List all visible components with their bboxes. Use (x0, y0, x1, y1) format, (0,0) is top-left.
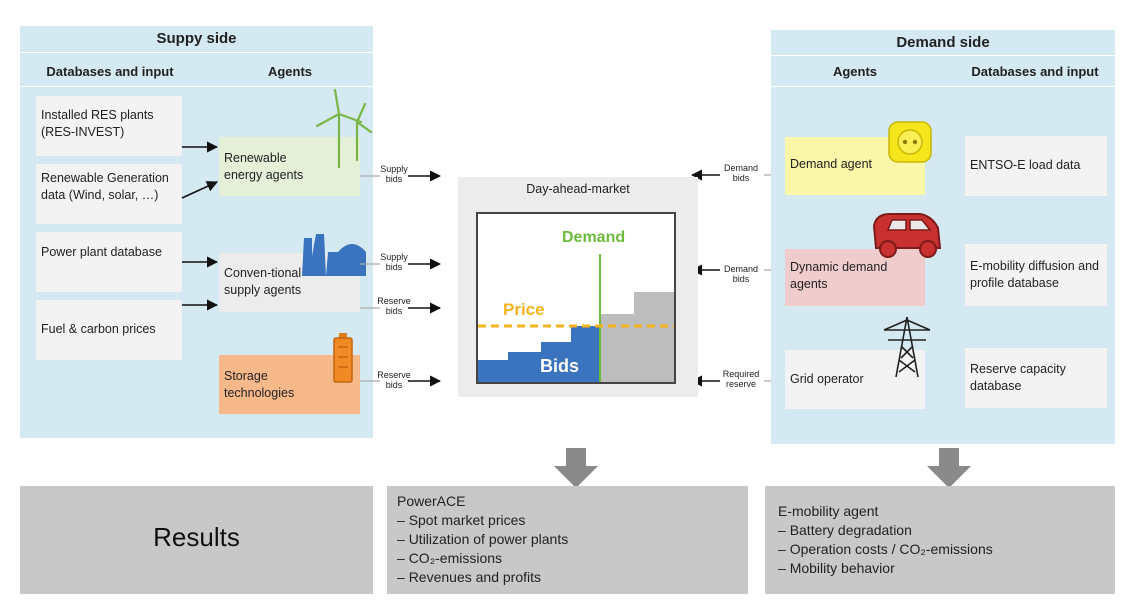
market-chart (478, 254, 674, 382)
input-installed-res: Installed RES plants (RES-INVEST) (36, 96, 182, 156)
battery-icon (333, 333, 353, 383)
results-box (20, 486, 373, 594)
emobility-item: – Operation costs / CO₂-emissions (778, 541, 993, 557)
market-title: Day-ahead-market (526, 182, 630, 196)
results-title: Results (153, 522, 240, 552)
agent-dynamic-demand: Dynamic demand agents (785, 249, 925, 306)
transmission-tower-icon (883, 316, 931, 378)
reserve-bids-label-1: Reserve bids (377, 296, 411, 316)
supply-bids-label-1: Supply bids (380, 164, 408, 184)
emobility-box (765, 486, 1115, 594)
supply-col-divider (20, 86, 373, 87)
demand-header-divider (771, 55, 1115, 56)
power-socket-icon (888, 121, 932, 163)
input-emobility-db: E-mobility diffusion and profile databas… (965, 244, 1107, 306)
emobility-list: – Battery degradation – Operation costs … (778, 521, 993, 578)
bids-chart-label: Bids (540, 356, 580, 376)
supply-side-title: Suppy side (156, 30, 237, 47)
emobility-item: – Mobility behavior (778, 560, 895, 576)
price-chart-label: Price (503, 300, 545, 319)
down-arrow-market (554, 448, 598, 488)
input-reserve-capacity: Reserve capacity database (965, 348, 1107, 408)
reserve-bids-label-2: Reserve bids (377, 370, 411, 390)
powerace-title: PowerACE (397, 493, 466, 509)
powerace-item: – Utilization of power plants (397, 531, 569, 547)
demand-col-divider (771, 86, 1115, 87)
input-renewable-generation: Renewable Generation data (Wind, solar, … (36, 164, 182, 224)
powerace-item: – CO₂-emissions (397, 550, 503, 566)
supply-bids-label-2: Supply bids (380, 252, 408, 272)
power-plant-icon (302, 234, 366, 276)
powerace-list: – Spot market prices – Utilization of po… (397, 511, 568, 587)
input-fuel-carbon: Fuel & carbon prices (36, 300, 182, 360)
required-reserve-label: Required reserve (722, 369, 760, 389)
demand-side-title: Demand side (896, 34, 990, 51)
powerace-item: – Revenues and profits (397, 569, 541, 585)
supply-col-agents: Agents (267, 64, 313, 79)
electric-car-icon (872, 213, 942, 258)
powerace-box (387, 486, 748, 594)
emobility-item: – Battery degradation (778, 522, 912, 538)
wind-turbine-icon (315, 88, 373, 168)
demand-bids-label-1: Demand bids (723, 163, 759, 183)
agent-renewable: Renewable energy agents (219, 137, 360, 196)
demand-chart-label: Demand (562, 229, 626, 246)
demand-bids-label-2: Demand bids (723, 264, 759, 284)
emobility-title: E-mobility agent (778, 503, 879, 519)
agent-grid-operator: Grid operator (785, 350, 925, 409)
supply-col-databases: Databases and input (46, 64, 174, 79)
down-arrow-demand (927, 448, 971, 488)
demand-col-databases: Databases and input (971, 64, 1099, 79)
input-entsoe: ENTSO-E load data (965, 136, 1107, 196)
powerace-item: – Spot market prices (397, 512, 526, 528)
supply-header-divider (20, 52, 373, 53)
demand-col-agents: Agents (832, 64, 878, 79)
input-power-plant-db: Power plant database (36, 232, 182, 292)
bid-steps-grey (600, 292, 674, 382)
bid-steps-blue (478, 326, 600, 382)
